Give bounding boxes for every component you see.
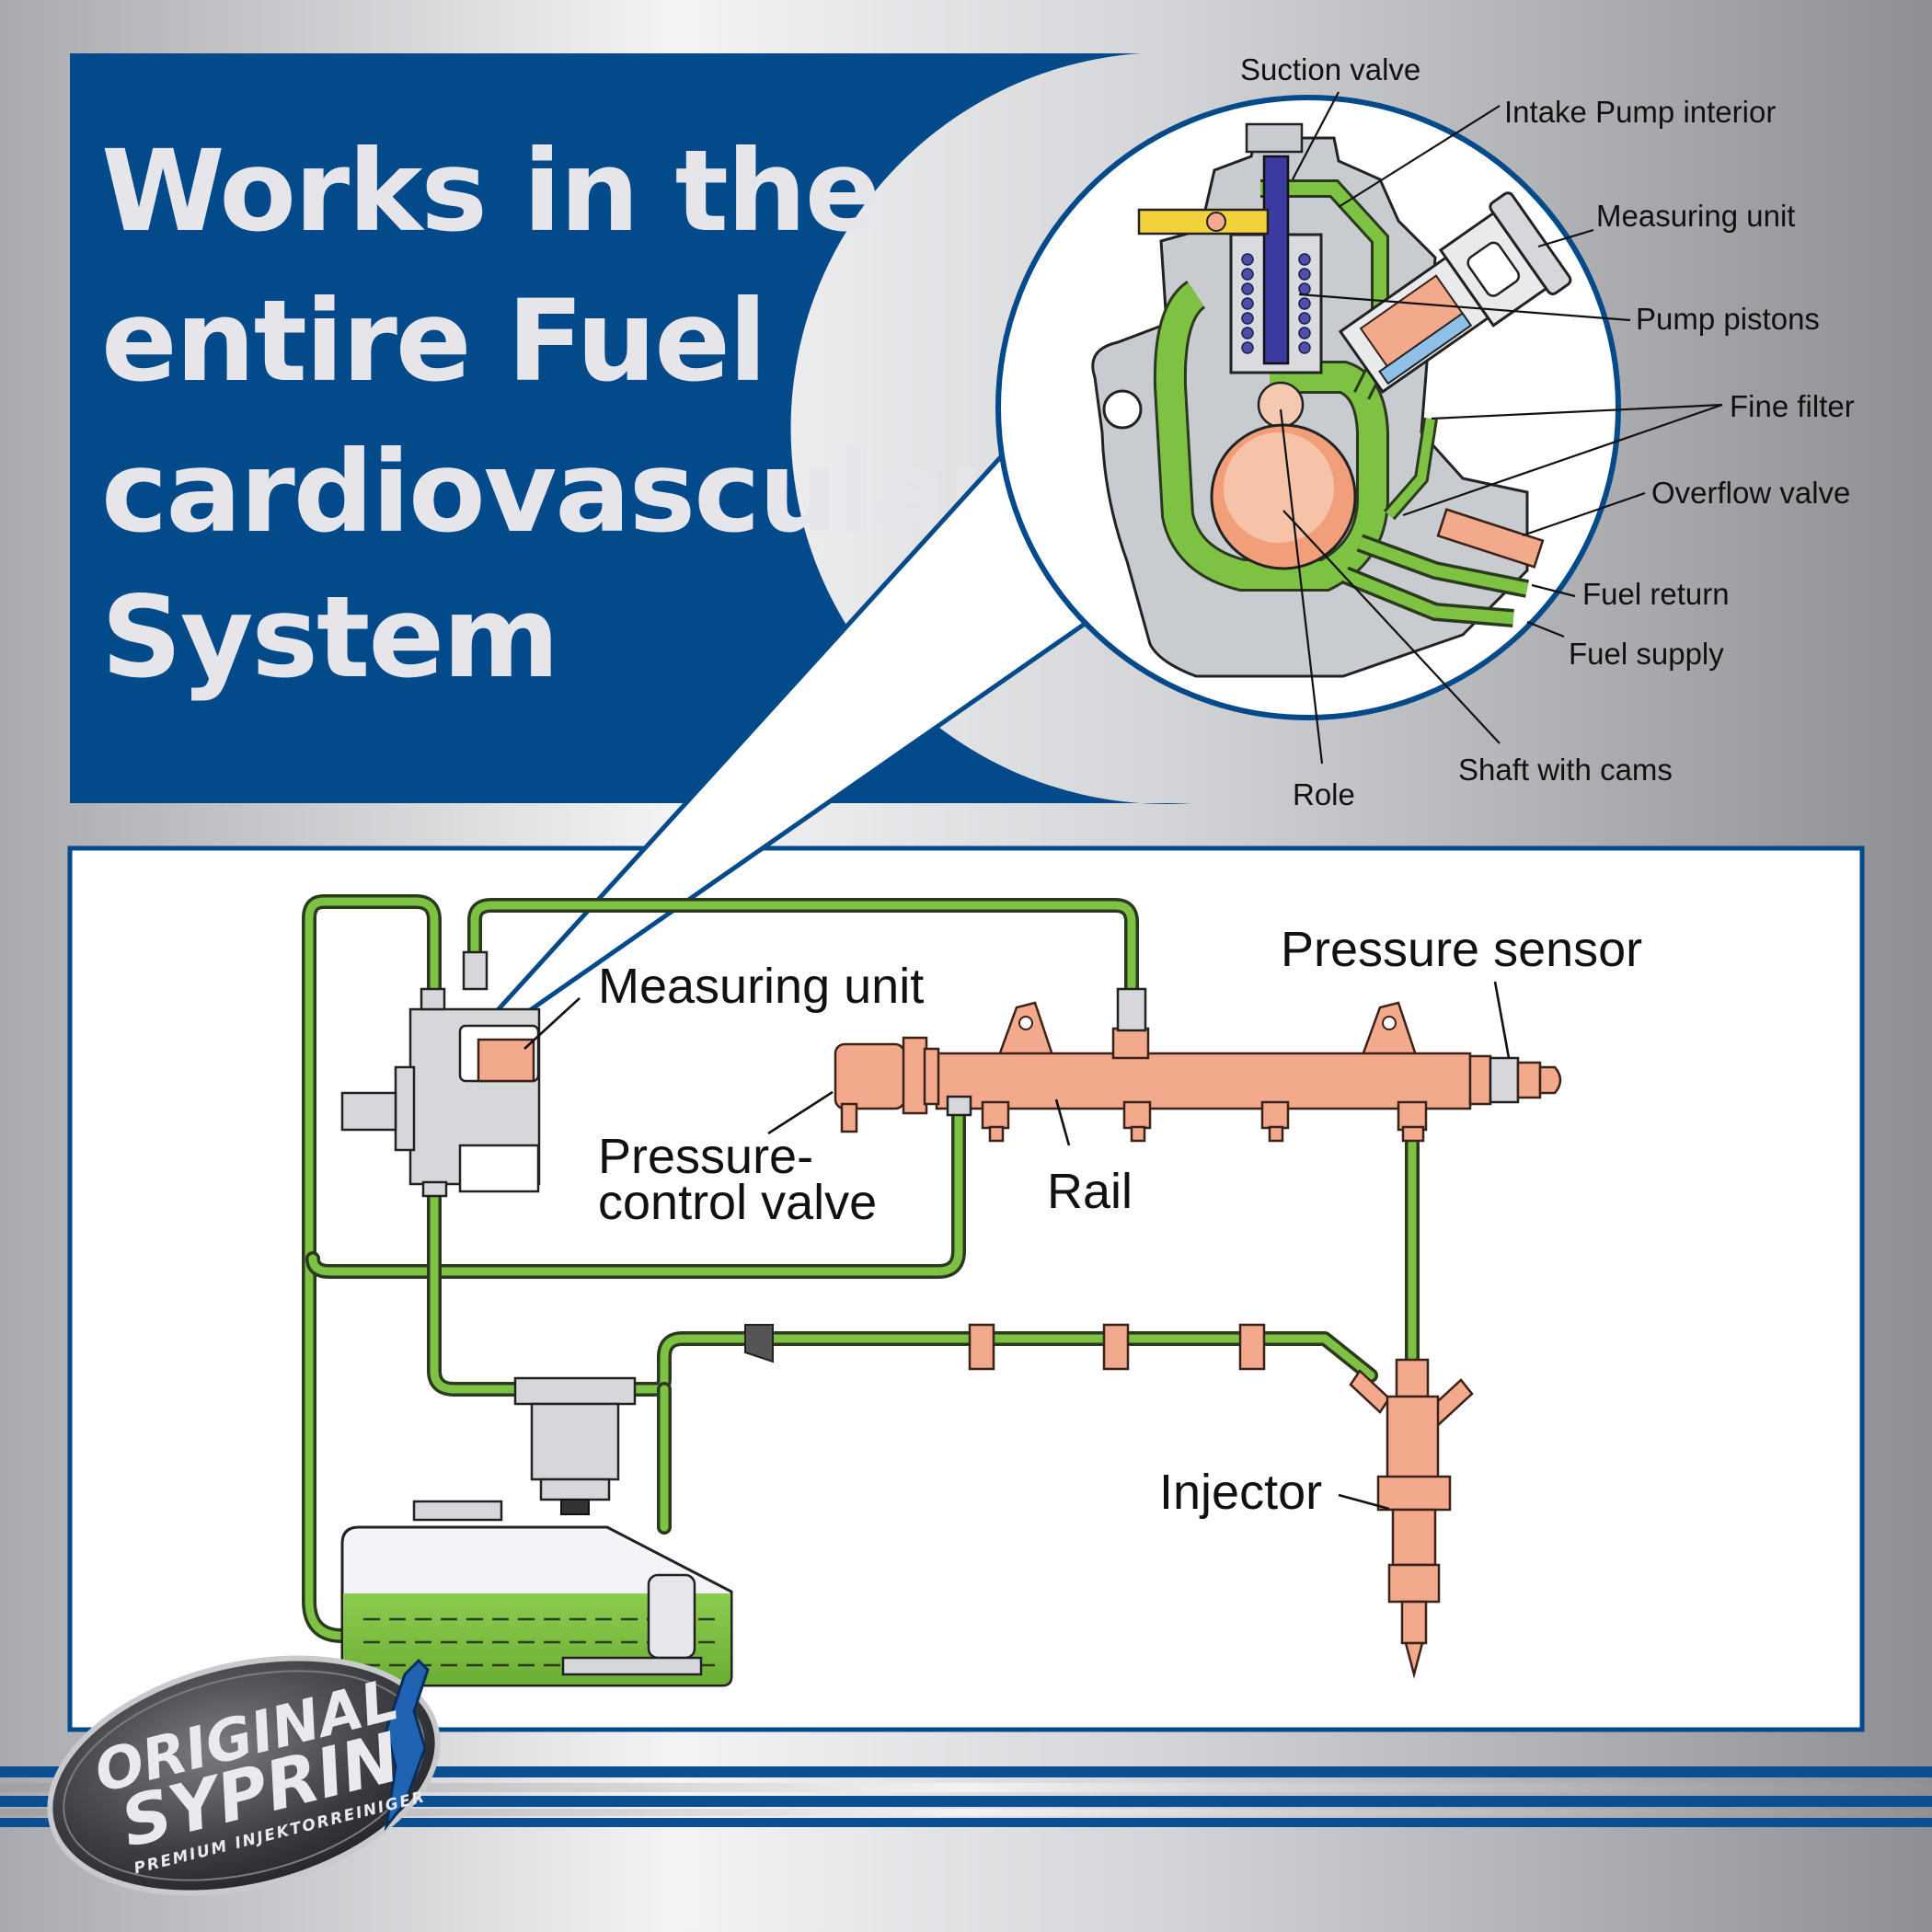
label-suction-valve: Suction valve — [1240, 52, 1420, 86]
fuel-filter — [513, 1376, 637, 1515]
label-rail: Rail — [1047, 1164, 1133, 1219]
pump-cross-section — [1091, 122, 1572, 678]
title: Works in the entire Fuel cardiovascular … — [101, 126, 1005, 703]
pump-labels: Suction valve Intake Pump interior Measu… — [1240, 52, 1855, 811]
syprin-logo: ORIGINAL SYPRIN PREMIUM INJEKTORREINIGER — [47, 1655, 441, 1896]
label-fine-filter: Fine filter — [1730, 389, 1855, 423]
title-line-2: entire Fuel — [101, 276, 765, 407]
title-panel — [70, 53, 1192, 804]
rail — [935, 987, 1562, 1143]
label-shaft-with-cams: Shaft with cams — [1458, 753, 1673, 787]
label-pressure-control-valve-line2: control valve — [598, 1175, 877, 1230]
injector — [1349, 1358, 1474, 1679]
line-connectors — [744, 1323, 1266, 1371]
label-fuel-return: Fuel return — [1582, 577, 1730, 611]
title-line-3: cardiovascular — [101, 427, 1003, 558]
pressure-control-valve — [834, 1036, 972, 1133]
fuel-lines — [302, 894, 1420, 1643]
label-role: Role — [1293, 777, 1355, 811]
label-measuring-unit: Measuring unit — [598, 959, 924, 1014]
label-intake-pump-interior: Intake Pump interior — [1504, 95, 1776, 129]
label-injector: Injector — [1159, 1465, 1322, 1520]
fuel-tank — [340, 1500, 733, 1687]
label-measuring-unit-detail: Measuring unit — [1596, 199, 1795, 233]
title-line-1: Works in the — [101, 126, 880, 257]
pump-leaders — [1279, 91, 1723, 765]
system-labels: Pressure sensor Measuring unit Pressure-… — [598, 922, 1642, 1520]
high-pressure-pump — [340, 950, 541, 1198]
system-leaders — [523, 981, 1511, 1511]
title-line-4: System — [101, 572, 558, 703]
label-overflow-valve: Overflow valve — [1651, 476, 1850, 510]
system-diagram-panel — [67, 845, 1865, 1732]
label-pressure-sensor: Pressure sensor — [1281, 922, 1642, 977]
bottom-stripes — [0, 1766, 1932, 1827]
label-pump-pistons: Pump pistons — [1636, 302, 1820, 336]
label-pressure-control-valve-line1: Pressure- — [598, 1129, 813, 1184]
label-fuel-supply: Fuel supply — [1569, 637, 1724, 671]
